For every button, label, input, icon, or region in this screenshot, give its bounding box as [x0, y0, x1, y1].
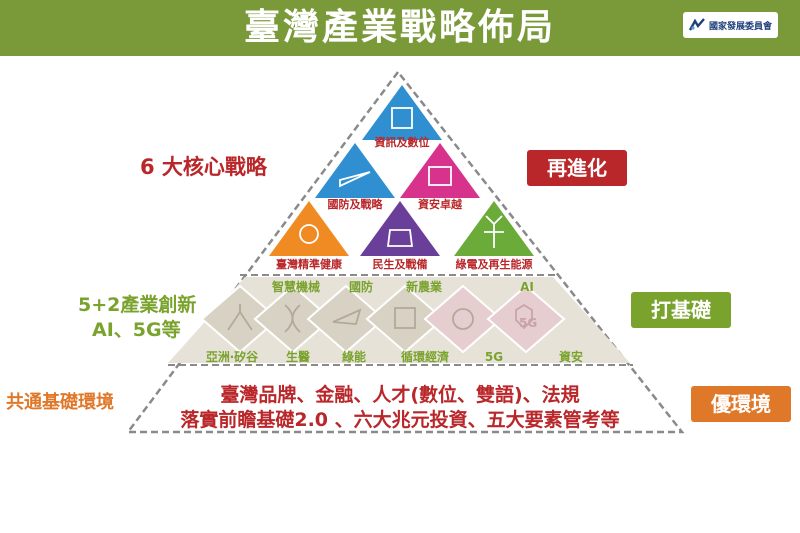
wind-turbine-icon: [484, 215, 504, 248]
diamond-1: [200, 284, 280, 354]
core-strategy-label: 6 大核心戰略: [140, 155, 267, 179]
core-label-4: 臺灣精準健康: [276, 257, 343, 271]
innov-bottom-1: 亞洲‧矽谷: [206, 349, 259, 364]
core-label-1: 資訊及數位: [375, 135, 430, 149]
environment-badge: 優環境: [691, 386, 791, 422]
innov-bottom-2: 生醫: [286, 349, 310, 364]
innovation-label-line2: AI、5G等: [92, 319, 181, 341]
ndc-logo-icon: [688, 18, 705, 31]
triangle-livelihood: [360, 201, 440, 256]
shield-lock-icon: [428, 166, 452, 186]
core-label-2: 國防及戰略: [328, 197, 384, 211]
diamond-5: [423, 284, 503, 354]
innov-bottom-4: 循環經濟: [401, 349, 449, 364]
innov-top-2: 國防: [349, 279, 373, 294]
triangle-security: [400, 143, 480, 198]
foundation-label: 共通基礎環境: [6, 392, 114, 413]
jet-icon: [339, 171, 371, 188]
innov-bottom-5: 5G: [485, 350, 503, 364]
chip-icon: [391, 107, 413, 129]
title-banner: [0, 0, 800, 56]
core-label-5: 民生及戰備: [373, 257, 428, 271]
ndc-logo-text: 國家發展委員會: [708, 21, 772, 32]
robot-arm-icon: [227, 304, 253, 331]
triangle-info-digital: [362, 85, 442, 140]
triangle-defense: [315, 143, 395, 198]
diamond-3: [306, 284, 386, 354]
innov-bottom-3: 綠能: [342, 349, 366, 364]
base-badge: 打基礎: [631, 292, 731, 328]
evolve-badge: 再進化: [527, 150, 627, 186]
innov-bottom-6: 資安: [559, 349, 583, 364]
foundation-line-1: 臺灣品牌、金融、人才(數位、雙語)、法規: [220, 384, 580, 406]
supply-icon: [386, 229, 414, 247]
security-icon: [515, 303, 533, 330]
dna-health-icon: [299, 224, 319, 244]
ndc-logo: 國家發展委員會: [682, 12, 778, 38]
dna-icon: [284, 304, 301, 333]
diamond-4: [365, 284, 445, 354]
solar-panel-icon: [394, 307, 416, 329]
innovation-label-line1: 5+2產業創新: [78, 294, 197, 316]
innov-top-1: 智慧機械: [271, 279, 320, 294]
innov-top-3: 新農業: [406, 279, 443, 294]
core-label-6: 綠電及再生能源: [456, 257, 533, 271]
diamond-6: [486, 284, 566, 354]
foundation-line-2: 落實前瞻基礎2.0 、六大兆元投資、五大要素管考等: [180, 409, 620, 431]
core-strategy-triangles: [269, 85, 534, 256]
innov-top-4: AI: [520, 280, 534, 294]
page-title: 臺灣產業戰略佈局: [243, 7, 556, 48]
triangle-health: [269, 201, 349, 256]
plane-icon: [332, 308, 362, 325]
recycle-icon: [452, 308, 474, 330]
core-label-3: 資安卓越: [418, 197, 463, 211]
